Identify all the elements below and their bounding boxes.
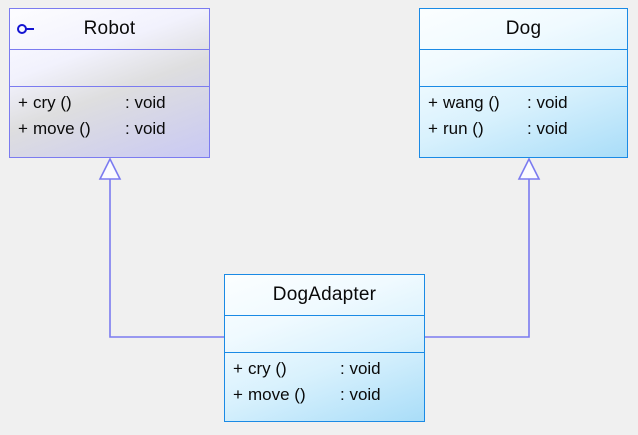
dogadapter-method-row[interactable]: + move () : void xyxy=(225,382,424,408)
dogadapter-class-name: DogAdapter xyxy=(272,284,377,305)
method-return-type: : void xyxy=(125,93,166,112)
robot-methods-compartment: + cry () : void + move () : void xyxy=(10,86,209,157)
visibility-marker: + xyxy=(428,119,438,139)
dogadapter-attributes-compartment xyxy=(225,315,424,352)
dog-title-compartment: Dog xyxy=(420,9,627,49)
dog-methods-compartment: + wang () : void + run () : void xyxy=(420,86,627,157)
method-signature: run () xyxy=(443,119,484,139)
visibility-marker: + xyxy=(18,119,28,139)
generalization-line-robot xyxy=(109,179,224,338)
generalization-dogadapter-to-dog[interactable] xyxy=(425,157,541,338)
method-signature: move () xyxy=(248,385,306,405)
dog-method-row[interactable]: + wang () : void xyxy=(420,90,627,116)
visibility-marker: + xyxy=(428,93,438,112)
visibility-marker: + xyxy=(233,385,243,405)
hollow-triangle-arrowhead-robot xyxy=(98,157,122,180)
method-signature: move () xyxy=(33,119,91,139)
dogadapter-title-compartment: DogAdapter xyxy=(225,275,424,315)
dog-method-row[interactable]: + run () : void xyxy=(420,116,627,142)
dog-attributes-compartment xyxy=(420,49,627,86)
robot-title-compartment: Robot xyxy=(10,9,209,49)
uml-class-dogadapter[interactable]: DogAdapter + cry () : void + move () : v… xyxy=(224,274,425,422)
method-return-type: : void xyxy=(125,119,166,139)
generalization-line-dog xyxy=(425,179,530,338)
robot-method-row[interactable]: + move () : void xyxy=(10,116,209,142)
method-return-type: : void xyxy=(340,359,381,378)
robot-class-name: Robot xyxy=(83,18,136,39)
uml-class-robot[interactable]: Robot + cry () : void + move () : void xyxy=(9,8,210,158)
robot-attributes-compartment xyxy=(10,49,209,86)
dogadapter-method-row[interactable]: + cry () : void xyxy=(225,356,424,382)
hollow-triangle-arrowhead-dog xyxy=(517,157,541,180)
robot-method-row[interactable]: + cry () : void xyxy=(10,90,209,116)
visibility-marker: + xyxy=(18,93,28,112)
visibility-marker: + xyxy=(233,359,243,378)
dogadapter-methods-compartment: + cry () : void + move () : void xyxy=(225,352,424,421)
method-signature: wang () xyxy=(443,93,500,112)
method-return-type: : void xyxy=(340,385,381,405)
dog-class-name: Dog xyxy=(505,18,542,39)
method-signature: cry () xyxy=(33,93,72,112)
method-signature: cry () xyxy=(248,359,287,378)
method-return-type: : void xyxy=(527,119,568,139)
generalization-dogadapter-to-robot[interactable] xyxy=(98,157,224,338)
method-return-type: : void xyxy=(527,93,568,112)
interface-lollipop-icon xyxy=(17,24,34,34)
uml-class-dog[interactable]: Dog + wang () : void + run () : void xyxy=(419,8,628,158)
